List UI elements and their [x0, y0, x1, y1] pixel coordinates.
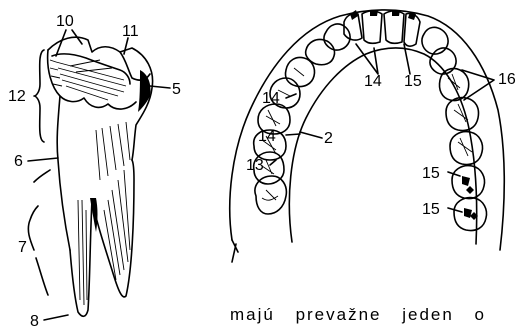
incisors	[344, 10, 420, 46]
caption-text: majú prevažne jeden o	[230, 305, 486, 325]
label-15-upper: 15	[422, 165, 440, 182]
molar-tooth-illustration	[48, 37, 153, 316]
label-14-lower: 14	[258, 128, 276, 145]
label-16: 16	[498, 71, 516, 88]
label-13: 13	[246, 157, 264, 174]
left-teeth	[254, 24, 350, 214]
label-14-center: 14	[364, 73, 382, 90]
label-6: 6	[14, 153, 23, 170]
label-15-center: 15	[404, 73, 422, 90]
label-10: 10	[56, 13, 74, 30]
label-15-lower: 15	[422, 201, 440, 218]
label-14-upper: 14	[262, 90, 280, 107]
label-11: 11	[122, 23, 139, 40]
label-2: 2	[324, 130, 333, 147]
label-7: 7	[18, 239, 27, 256]
label-12: 12	[8, 88, 26, 105]
label-5: 5	[172, 81, 181, 98]
bracket-12	[34, 50, 44, 142]
label-8: 8	[30, 313, 39, 328]
